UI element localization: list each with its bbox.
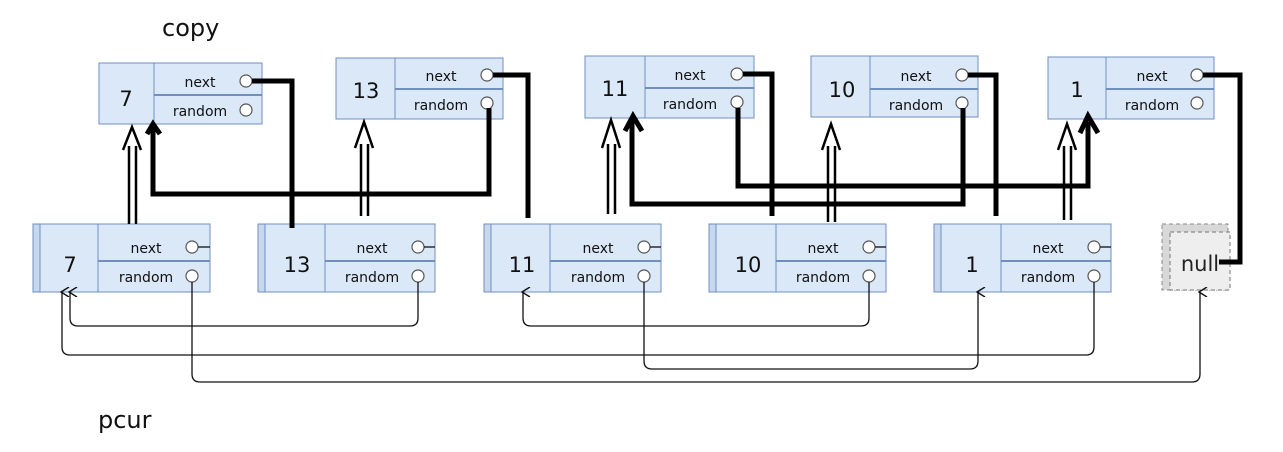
copy-node-11: 11 next random: [584, 55, 755, 119]
original-random-label: random: [119, 270, 173, 286]
next-port: [955, 68, 969, 82]
random-port: [955, 96, 969, 110]
copy-random-label: random: [889, 98, 943, 114]
original-node-11: 11 next random: [483, 223, 662, 293]
random-port: [1190, 96, 1204, 110]
copy-random-connectors: [144, 108, 1101, 207]
up-arrow-7: [121, 123, 143, 224]
original-node-1: 1 next random: [933, 223, 1112, 293]
original-next-label: next: [582, 241, 614, 257]
random-port: [411, 269, 425, 283]
original-value-13: 13: [284, 253, 311, 277]
next-port: [730, 67, 744, 81]
next-port: [637, 240, 651, 254]
random-port: [862, 269, 876, 283]
original-random-label: random: [1021, 270, 1075, 286]
original-random-label: random: [796, 270, 850, 286]
copy-value-7: 7: [119, 87, 132, 111]
next-port: [480, 68, 494, 82]
original-value-7: 7: [63, 253, 76, 277]
copy-value-11: 11: [602, 77, 629, 101]
random-port: [637, 269, 651, 283]
random-port: [185, 269, 199, 283]
original-random-label: random: [571, 270, 625, 286]
copy-random-label: random: [1125, 98, 1179, 114]
original-node-13: 13 next random: [257, 223, 436, 293]
original-value-11: 11: [509, 253, 536, 277]
copy-node-7: 7 next random: [98, 62, 263, 125]
original-node-7: 7 next random: [32, 223, 211, 293]
copy-value-13: 13: [353, 79, 380, 103]
random-port: [1087, 269, 1101, 283]
up-arrow-13: [353, 118, 375, 216]
next-port: [239, 74, 253, 88]
copy-next-label: next: [674, 68, 706, 84]
original-value-10: 10: [735, 253, 762, 277]
next-port: [185, 240, 199, 254]
copy-value-10: 10: [829, 78, 856, 102]
copy-next-label: next: [1136, 69, 1168, 85]
copy-random-label: random: [663, 97, 717, 113]
random-port: [730, 95, 744, 109]
copy-node-13: 13 next random: [335, 57, 504, 120]
copy-next-label: next: [425, 69, 457, 85]
original-random-arrows: [62, 282, 1200, 383]
copy-label: copy: [162, 14, 219, 42]
up-arrow-11: [600, 115, 622, 214]
next-port: [1087, 240, 1101, 254]
up-arrow-10: [820, 120, 842, 222]
copy-node-1: 1 next random: [1047, 56, 1215, 120]
copy-random-label: random: [173, 104, 227, 120]
copy-random-label: random: [414, 98, 468, 114]
original-next-label: next: [1032, 241, 1064, 257]
copy-value-1: 1: [1070, 78, 1083, 102]
original-next-label: next: [807, 241, 839, 257]
next-port: [1190, 68, 1204, 82]
original-node-10: 10 next random: [708, 223, 887, 293]
copy-next-label: next: [184, 75, 216, 91]
random-port: [239, 103, 253, 117]
copy-node-10: 10 next random: [810, 55, 979, 118]
original-random-label: random: [345, 270, 399, 286]
copy-next-label: next: [900, 69, 932, 85]
original-value-1: 1: [965, 253, 978, 277]
null-label: null: [1181, 252, 1219, 276]
original-to-copy-arrows: [121, 115, 1078, 224]
original-next-label: next: [356, 241, 388, 257]
copy-next-connectors: [252, 71, 1243, 265]
pcur-label: pcur: [98, 406, 152, 434]
null-node: null: [1161, 223, 1231, 291]
up-arrow-1: [1056, 120, 1078, 220]
random-port: [480, 96, 494, 110]
next-port: [411, 240, 425, 254]
original-next-label: next: [130, 241, 162, 257]
next-port: [862, 240, 876, 254]
